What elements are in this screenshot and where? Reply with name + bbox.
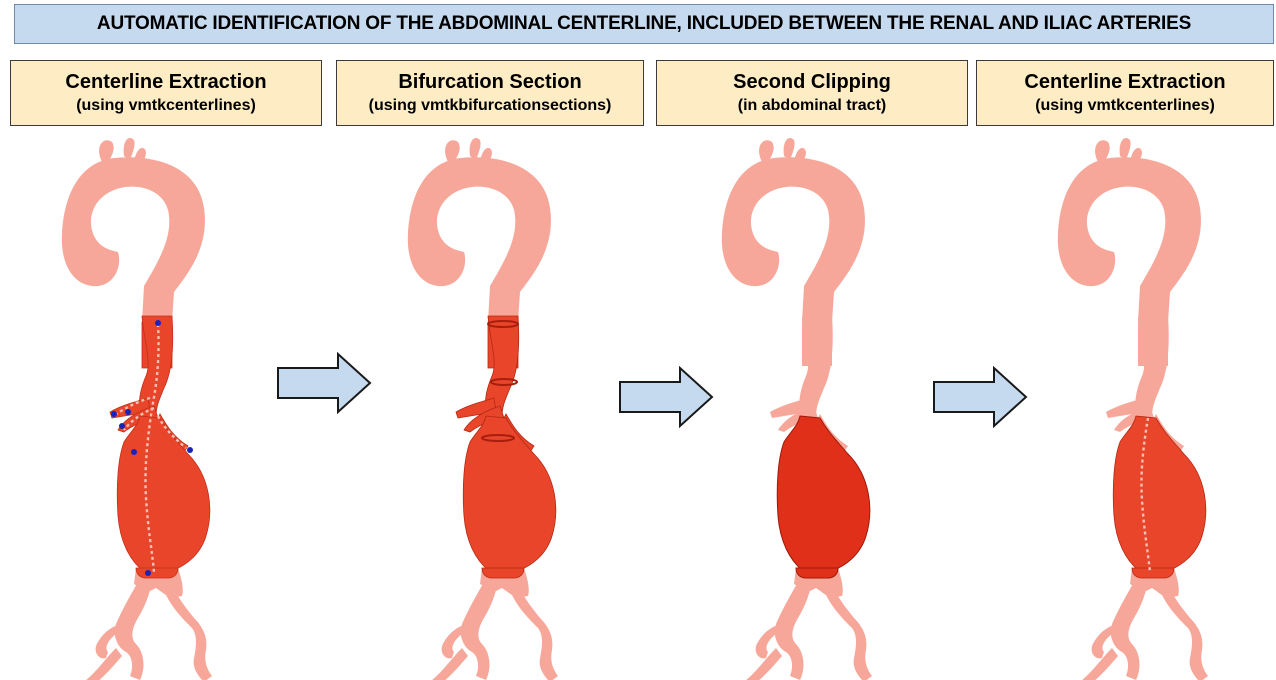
right-arrow-icon <box>618 366 716 428</box>
right-arrow-icon <box>276 352 374 414</box>
vessel-model-stage-2 <box>404 136 584 680</box>
step-subtitle: (in abdominal tract) <box>738 95 886 117</box>
step-box-bifurcation-section: Bifurcation Section (using vmtkbifurcati… <box>336 60 644 126</box>
vessel-model-stage-3 <box>718 136 898 680</box>
title-text: AUTOMATIC IDENTIFICATION OF THE ABDOMINA… <box>97 13 1191 35</box>
right-arrow-icon <box>932 366 1030 428</box>
step-subtitle: (using vmtkbifurcationsections) <box>369 95 612 117</box>
step-box-second-clipping: Second Clipping (in abdominal tract) <box>656 60 968 126</box>
vessel-model-stage-4 <box>1054 136 1234 680</box>
step-subtitle: (using vmtkcenterlines) <box>76 95 256 117</box>
step-box-centerline-extraction-1: Centerline Extraction (using vmtkcenterl… <box>10 60 322 126</box>
aorta-model-icon <box>404 136 584 680</box>
step-title: Centerline Extraction <box>1024 69 1225 95</box>
title-banner: AUTOMATIC IDENTIFICATION OF THE ABDOMINA… <box>14 4 1274 44</box>
aorta-model-icon <box>58 136 238 680</box>
aorta-model-icon <box>718 136 898 680</box>
step-title: Bifurcation Section <box>398 69 581 95</box>
step-box-centerline-extraction-2: Centerline Extraction (using vmtkcenterl… <box>976 60 1274 126</box>
step-subtitle: (using vmtkcenterlines) <box>1035 95 1215 117</box>
step-title: Centerline Extraction <box>65 69 266 95</box>
aorta-model-icon <box>1054 136 1234 680</box>
vessel-model-stage-1 <box>58 136 238 680</box>
step-title: Second Clipping <box>733 69 891 95</box>
